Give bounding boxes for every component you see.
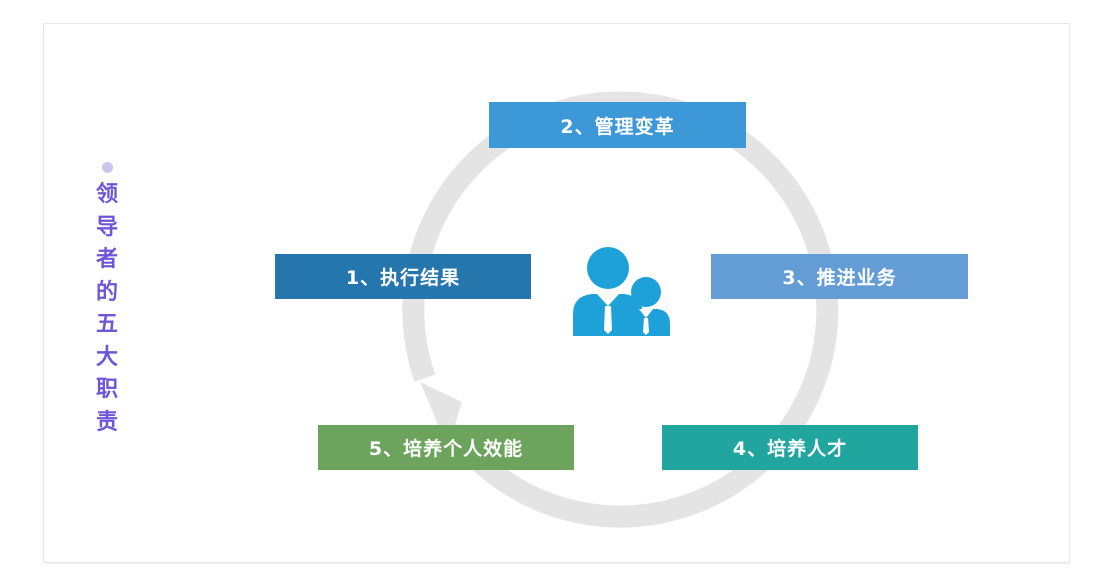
side-title-char: 的 — [95, 279, 118, 305]
step-box-manage-change: 2、管理变革 — [489, 102, 746, 148]
side-title-char: 五 — [95, 312, 118, 337]
side-title-char: 责 — [95, 409, 118, 435]
side-title-char: 导 — [95, 214, 118, 240]
cycle-ring — [402, 91, 839, 528]
step-box-drive-business: 3、推进业务 — [711, 254, 968, 299]
person-small-head — [631, 277, 661, 307]
side-title: 领 导 者 的 五 大 职 责 — [90, 162, 124, 439]
person-large-collar — [597, 294, 619, 306]
people-icon — [573, 247, 670, 336]
person-small-tie — [643, 318, 649, 335]
side-title-char: 者 — [95, 247, 118, 272]
side-title-char: 职 — [95, 377, 118, 402]
side-title-char: 大 — [95, 344, 118, 370]
person-small-collar — [639, 309, 653, 318]
side-title-bullet — [101, 162, 113, 173]
person-large-head — [587, 247, 629, 289]
side-title-char: 领 — [95, 182, 118, 207]
step-box-personal-effectiveness: 5、培养个人效能 — [318, 425, 574, 470]
step-box-execute-results: 1、执行结果 — [275, 254, 531, 299]
person-large-tie — [604, 306, 612, 334]
step-box-develop-talent: 4、培养人才 — [662, 425, 918, 470]
